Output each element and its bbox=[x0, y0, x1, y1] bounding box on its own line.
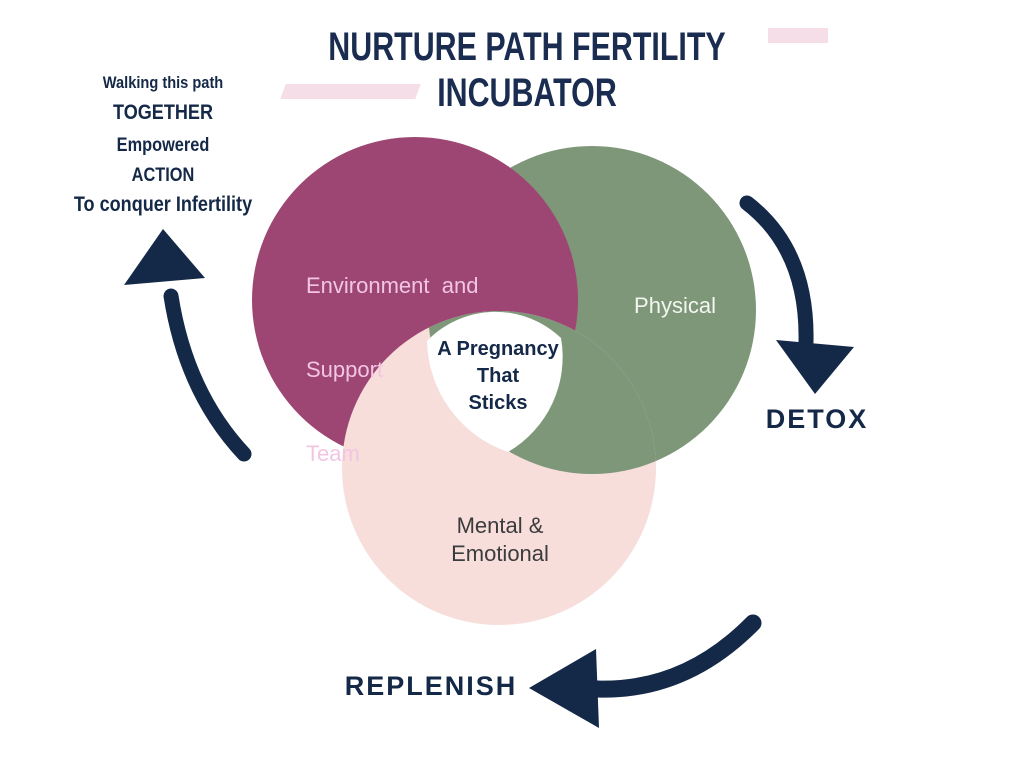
tagline-line-5: To conquer Infertility bbox=[73, 193, 253, 216]
env-label-line-2: Support bbox=[306, 357, 384, 382]
arrow-up-shaft bbox=[163, 288, 252, 462]
detox-label: DETOX bbox=[765, 404, 869, 434]
arrow-down-shaft bbox=[739, 195, 814, 350]
arrow-up-left bbox=[124, 229, 252, 462]
environment-circle-label: Environment and Support Team bbox=[306, 216, 516, 496]
title-line-1: NURTURE PATH FERTILITY bbox=[328, 25, 726, 69]
venn-center-label: A Pregnancy That Sticks bbox=[413, 336, 583, 417]
arrow-up-head bbox=[124, 229, 205, 285]
tagline-block: Walking this path TOGETHER Empowered ACT… bbox=[56, 70, 271, 220]
arrow-left-head bbox=[529, 649, 599, 728]
mental-label-line-1: Mental & bbox=[456, 513, 544, 538]
arrow-down-head bbox=[776, 340, 854, 394]
center-white-shape bbox=[427, 311, 563, 452]
replenish-label: REPLENISH bbox=[344, 671, 518, 701]
center-label-line-2: That bbox=[476, 365, 520, 387]
mental-label-line-2: Emotional bbox=[451, 541, 549, 566]
pink-smudge bbox=[768, 28, 828, 43]
arrow-down-right bbox=[739, 195, 854, 394]
env-label-line-1: Environment and bbox=[306, 273, 479, 298]
title-line-2: INCUBATOR bbox=[437, 71, 617, 115]
page-title: NURTURE PATH FERTILITY INCUBATOR bbox=[303, 24, 751, 116]
arrow-left-shaft bbox=[588, 614, 762, 698]
env-label-line-3: Team bbox=[306, 441, 360, 466]
mental-emotional-circle-label: Mental & Emotional bbox=[400, 512, 600, 568]
arrow-left-bottom bbox=[529, 614, 762, 728]
tagline-line-1: Walking this path bbox=[102, 73, 224, 92]
tagline-line-4: ACTION bbox=[131, 165, 195, 186]
center-label-line-1: A Pregnancy bbox=[437, 338, 559, 360]
center-label-line-3: Sticks bbox=[468, 392, 528, 414]
physical-circle-label: Physical bbox=[634, 293, 716, 318]
tagline-line-2: TOGETHER bbox=[112, 101, 214, 124]
tagline-line-3: Empowered bbox=[116, 135, 210, 156]
